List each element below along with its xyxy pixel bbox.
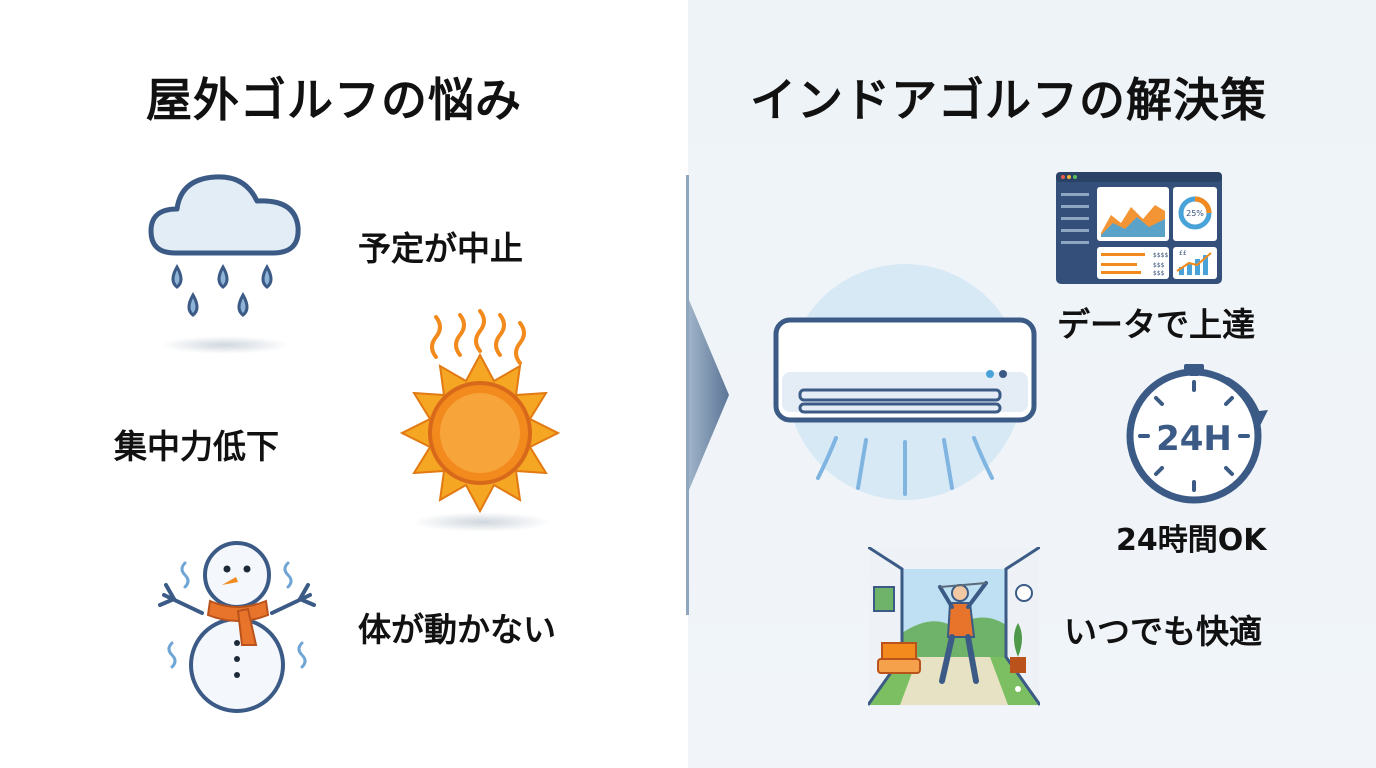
problem-label-cold: 体が動かない: [358, 610, 556, 649]
clock-24h-icon: 24H: [1126, 364, 1268, 504]
rain-cloud-icon: [148, 174, 301, 317]
dashboard-icon: 25% $$$$ $$$ $$$ ££: [1056, 172, 1222, 284]
indoor-golfer-icon: [868, 547, 1040, 706]
problem-label-heat: 集中力低下: [114, 427, 279, 466]
dashboard-bar-3: $$$: [1153, 270, 1165, 277]
problems-panel: [0, 0, 688, 768]
clock-24h-text: 24H: [1156, 419, 1232, 459]
snowman-icon: [158, 541, 316, 713]
solution-label-comfort: いつでも快適: [1064, 612, 1262, 651]
dashboard-bar-1: $$$$: [1153, 252, 1168, 259]
air-conditioner-icon: [773, 264, 1037, 500]
solution-label-data: データで上達: [1057, 305, 1255, 344]
arrow-right-icon: [689, 300, 729, 490]
hot-sun-icon: [399, 309, 561, 514]
dashboard-mini: ££: [1179, 250, 1187, 257]
problems-heading: 屋外ゴルフの悩み: [146, 73, 522, 127]
cloud-shadow: [160, 336, 290, 354]
problem-label-rain: 予定が中止: [358, 229, 523, 268]
sun-shadow: [412, 512, 552, 532]
solution-label-24h: 24時間OK: [1116, 523, 1267, 558]
solutions-heading: インドアゴルフの解決策: [750, 73, 1267, 127]
panel-divider: [686, 175, 689, 615]
dashboard-bar-2: $$$: [1153, 262, 1165, 269]
dashboard-percent: 25%: [1186, 209, 1204, 218]
